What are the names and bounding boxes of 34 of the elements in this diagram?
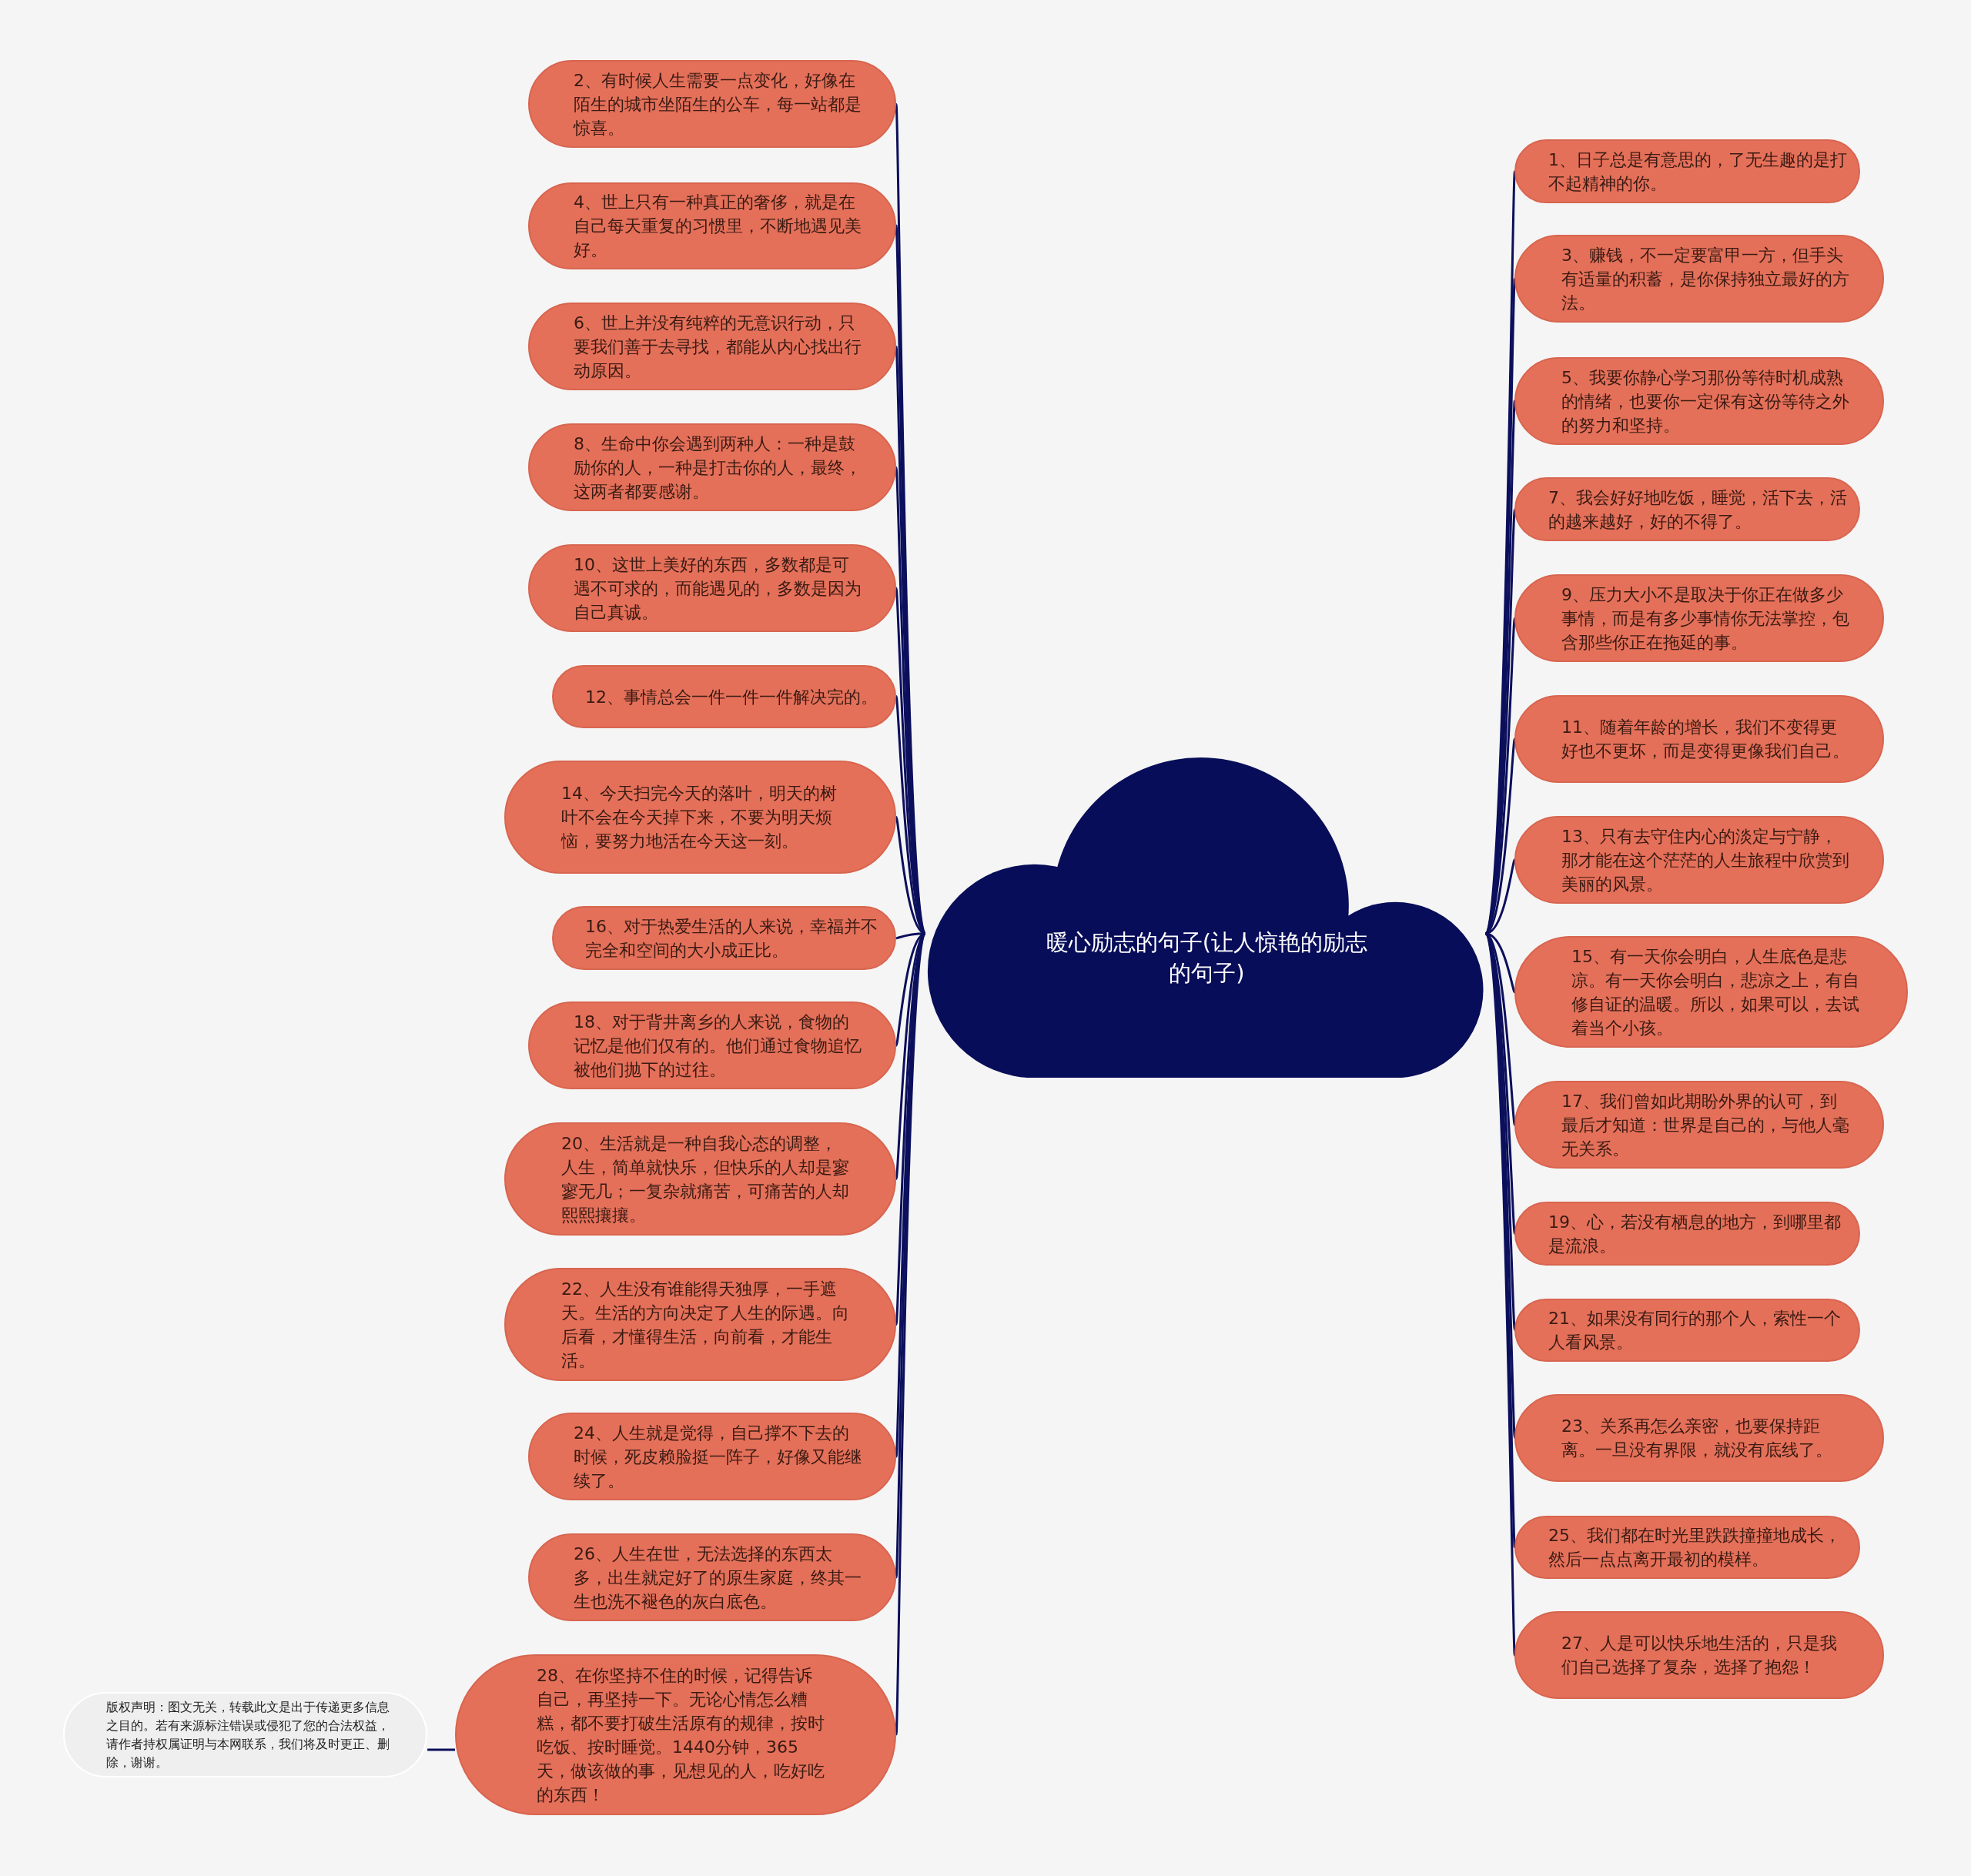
quote-pill: 1、日子总是有意思的，了无生趣的是打不起精神的你。: [1514, 139, 1860, 203]
copyright-note: 版权声明：图文无关，转载此文是出于传递更多信息之目的。若有来源标注错误或侵犯了您的合法权益，请作者持权属证明与本网联系，我们将及时更正、删除，谢谢。: [63, 1692, 427, 1777]
quote-pill: 15、有一天你会明白，人生底色是悲凉。有一天你会明白，悲凉之上，有自修自证的温暖。所以，如果可以，去试着当个小孩。: [1514, 936, 1908, 1048]
quote-pill: 26、人生在世，无法选择的东西太多，出生就定好了的原生家庭，终其一生也洗不褪色的灰白底色。: [528, 1533, 896, 1621]
quote-pill: 13、只有去守住内心的淡定与宁静，那才能在这个茫茫的人生旅程中欣赏到美丽的风景。: [1514, 816, 1884, 904]
quote-pill: 22、人生没有谁能得天独厚，一手遮天。生活的方向决定了人生的际遇。向后看，才懂得生活，向前看，才能生活。: [504, 1268, 896, 1381]
connector-line: [427, 1748, 455, 1751]
quote-pill: 7、我会好好地吃饭，睡觉，活下去，活的越来越好，好的不得了。: [1514, 477, 1860, 541]
quote-pill: 20、生活就是一种自我心态的调整，人生，简单就快乐，但快乐的人却是寥寥无几；一复杂就痛苦，可痛苦的人却熙熙攘攘。: [504, 1122, 896, 1236]
quote-pill: 6、世上并没有纯粹的无意识行动，只要我们善于去寻找，都能从内心找出行动原因。: [528, 303, 896, 390]
connector-line: [1484, 933, 1516, 1656]
quote-pill: 17、我们曾如此期盼外界的认可，到最后才知道：世界是自己的，与他人毫无关系。: [1514, 1081, 1884, 1169]
quote-pill: 8、生命中你会遇到两种人：一种是鼓励你的人，一种是打击你的人，最终，这两者都要感谢。: [528, 423, 896, 511]
quote-pill: 3、赚钱，不一定要富甲一方，但手头有适量的积蓄，是你保持独立最好的方法。: [1514, 235, 1884, 323]
quote-pill: 9、压力大小不是取决于你正在做多少事情，而是有多少事情你无法掌控，包含那些你正在拖延的事。: [1514, 574, 1884, 662]
quote-pill: 14、今天扫完今天的落叶，明天的树叶不会在今天掉下来，不要为明天烦恼，要努力地活在今天这一刻。: [504, 761, 896, 874]
quote-pill: 25、我们都在时光里跌跌撞撞地成长，然后一点点离开最初的模样。: [1514, 1516, 1860, 1579]
quote-pill: 19、心，若没有栖息的地方，到哪里都是流浪。: [1514, 1202, 1860, 1266]
quote-pill: 12、事情总会一件一件一件解决完的。: [552, 665, 896, 728]
quote-pill: 27、人是可以快乐地生活的，只是我们自己选择了复杂，选择了抱怨！: [1514, 1611, 1884, 1699]
quote-pill: 4、世上只有一种真正的奢侈，就是在自己每天重复的习惯里，不断地遇见美好。: [528, 182, 896, 269]
quote-pill: 16、对于热爱生活的人来说，幸福并不完全和空间的大小成正比。: [552, 906, 896, 970]
quote-pill: 28、在你坚持不住的时候，记得告诉自己，再坚持一下。无论心情怎么糟糕，都不要打破生活原有的规律，按时吃饭、按时睡觉。1440分钟，365天，做该做的事，见想见的人，吃好吃的东西！: [455, 1654, 896, 1815]
quote-pill: 23、关系再怎么亲密，也要保持距离。一旦没有界限，就没有底线了。: [1514, 1394, 1884, 1482]
quote-pill: 11、随着年龄的增长，我们不变得更好也不更坏，而是变得更像我们自己。: [1514, 695, 1884, 783]
quote-pill: 10、这世上美好的东西，多数都是可遇不可求的，而能遇见的，多数是因为自己真诚。: [528, 544, 896, 632]
quote-pill: 24、人生就是觉得，自己撑不下去的时候，死皮赖脸挺一阵子，好像又能继续了。: [528, 1413, 896, 1500]
quote-pill: 18、对于背井离乡的人来说，食物的记忆是他们仅有的。他们通过食物追忆被他们抛下的过往。: [528, 1002, 896, 1089]
connector-line: [1484, 400, 1516, 935]
connector-line: [895, 933, 927, 1735]
quote-pill: 5、我要你静心学习那份等待时机成熟的情绪，也要你一定保有这份等待之外的努力和坚持。: [1514, 357, 1884, 445]
quote-pill: 21、如果没有同行的那个人，索性一个人看风景。: [1514, 1299, 1860, 1362]
quote-pill: 2、有时候人生需要一点变化，好像在陌生的城市坐陌生的公车，每一站都是惊喜。: [528, 60, 896, 148]
central-topic: 暖心励志的句子(让人惊艳的励志的句子): [1045, 928, 1369, 988]
